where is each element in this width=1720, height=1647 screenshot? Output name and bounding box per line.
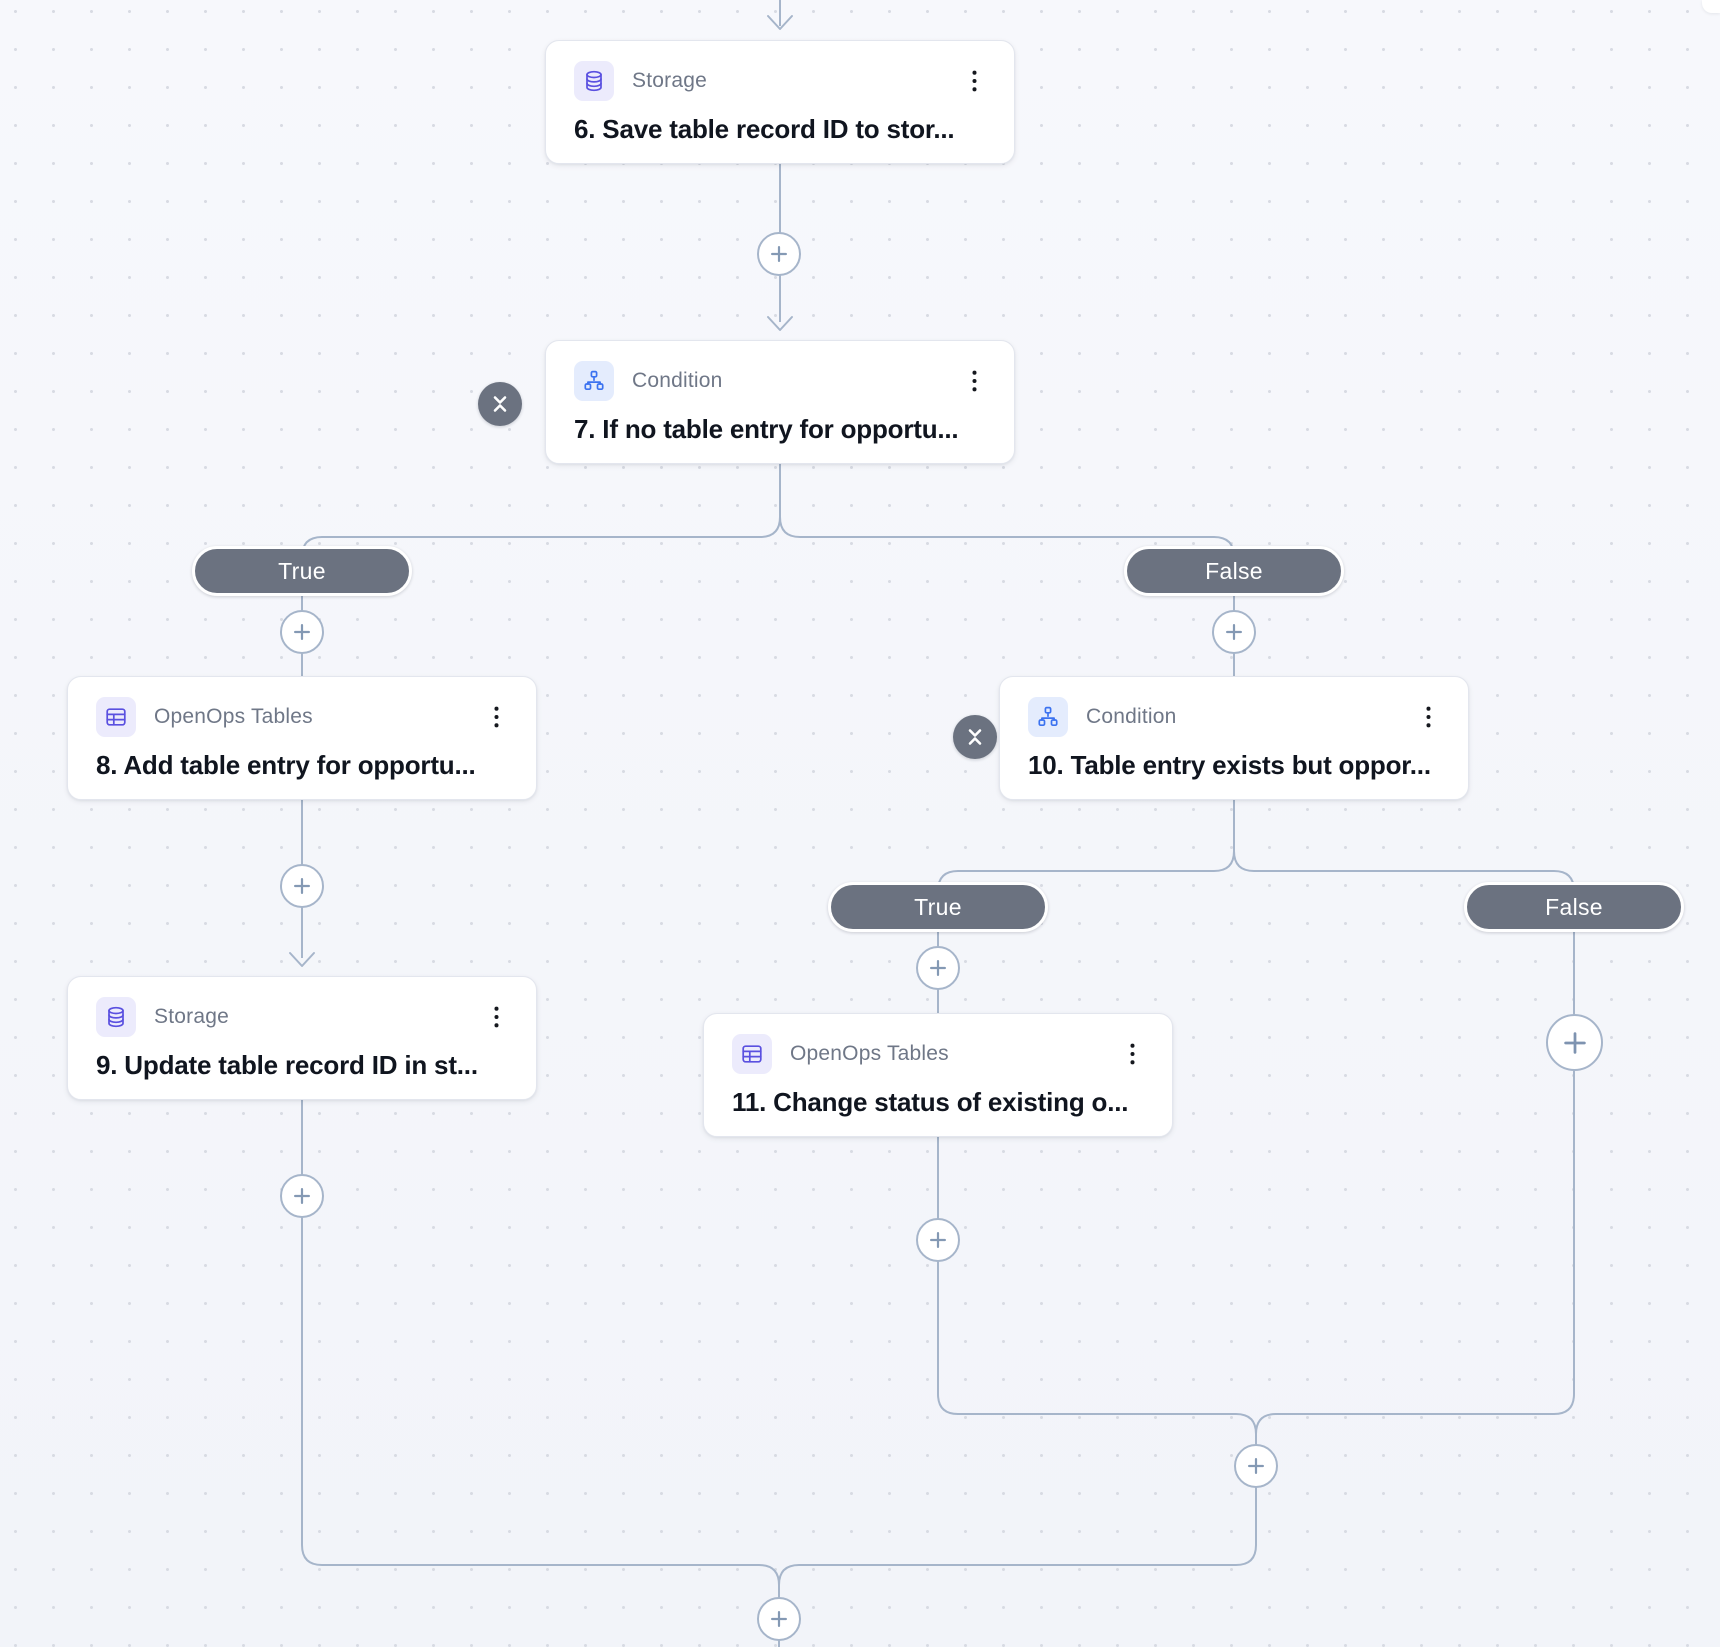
collapse-chevrons-icon	[493, 396, 507, 412]
step-title: 8. Add table entry for opportu...	[96, 750, 476, 780]
step-app-label: Storage	[632, 69, 707, 92]
branch-icon	[574, 361, 614, 401]
collapse-chevrons-icon	[968, 729, 982, 745]
step-title: 7. If no table entry for opportu...	[574, 414, 959, 444]
step-card-9[interactable]: Storage 9. Update table record ID in st.…	[67, 976, 537, 1100]
step-card-11[interactable]: OpenOps Tables 11. Change status of exis…	[703, 1013, 1173, 1137]
table-icon	[732, 1034, 772, 1074]
add-step-button[interactable]	[280, 864, 324, 908]
plus-icon	[294, 624, 310, 640]
step-app-label: Condition	[632, 369, 723, 392]
add-step-button[interactable]	[1212, 610, 1256, 654]
plus-icon	[930, 960, 946, 976]
branch-pill-label: False	[1205, 557, 1263, 584]
plus-icon	[1563, 1031, 1586, 1054]
branch-pill-label: True	[914, 893, 962, 920]
step-card-8[interactable]: OpenOps Tables 8. Add table entry for op…	[67, 676, 537, 800]
add-step-button[interactable]	[1234, 1444, 1278, 1488]
step-card-7[interactable]: Condition 7. If no table entry for oppor…	[545, 340, 1015, 464]
plus-icon	[294, 878, 310, 894]
plus-icon	[294, 1188, 310, 1204]
step-card-10[interactable]: Condition 10. Table entry exists but opp…	[999, 676, 1469, 800]
kebab-menu-icon[interactable]	[965, 65, 984, 98]
add-step-button[interactable]	[757, 232, 801, 276]
plus-icon	[1248, 1458, 1264, 1474]
collapse-branches-button[interactable]	[478, 382, 522, 426]
kebab-menu-icon[interactable]	[965, 365, 984, 398]
branch-pill-label: True	[278, 557, 326, 584]
step-app-label: OpenOps Tables	[154, 705, 313, 728]
branch-pill-false: False	[1464, 882, 1684, 932]
database-icon	[574, 61, 614, 101]
plus-icon	[930, 1232, 946, 1248]
floating-panel-edge	[1702, 0, 1720, 13]
branch-icon	[1028, 697, 1068, 737]
step-title: 11. Change status of existing o...	[732, 1087, 1129, 1117]
step-title: 10. Table entry exists but oppor...	[1028, 750, 1431, 780]
plus-icon	[1226, 624, 1242, 640]
branch-pill-label: False	[1545, 893, 1603, 920]
add-step-button[interactable]	[280, 610, 324, 654]
kebab-menu-icon[interactable]	[487, 701, 506, 734]
step-title: 9. Update table record ID in st...	[96, 1050, 478, 1080]
add-step-button[interactable]	[280, 1174, 324, 1218]
step-app-label: Storage	[154, 1005, 229, 1028]
add-step-button[interactable]	[916, 946, 960, 990]
kebab-menu-icon[interactable]	[487, 1001, 506, 1034]
add-step-button[interactable]	[916, 1218, 960, 1262]
step-card-6[interactable]: Storage 6. Save table record ID to stor.…	[545, 40, 1015, 164]
step-app-label: Condition	[1086, 705, 1177, 728]
add-first-step-button[interactable]	[1546, 1014, 1603, 1071]
branch-pill-false: False	[1124, 546, 1344, 596]
step-app-label: OpenOps Tables	[790, 1042, 949, 1065]
plus-icon	[771, 1611, 787, 1627]
step-title: 6. Save table record ID to stor...	[574, 114, 955, 144]
collapse-branches-button[interactable]	[953, 715, 997, 759]
kebab-menu-icon[interactable]	[1419, 701, 1438, 734]
add-step-button[interactable]	[757, 1597, 801, 1641]
branch-pill-true: True	[192, 546, 412, 596]
database-icon	[96, 997, 136, 1037]
table-icon	[96, 697, 136, 737]
branch-pill-true: True	[828, 882, 1048, 932]
kebab-menu-icon[interactable]	[1123, 1038, 1142, 1071]
plus-icon	[771, 246, 787, 262]
